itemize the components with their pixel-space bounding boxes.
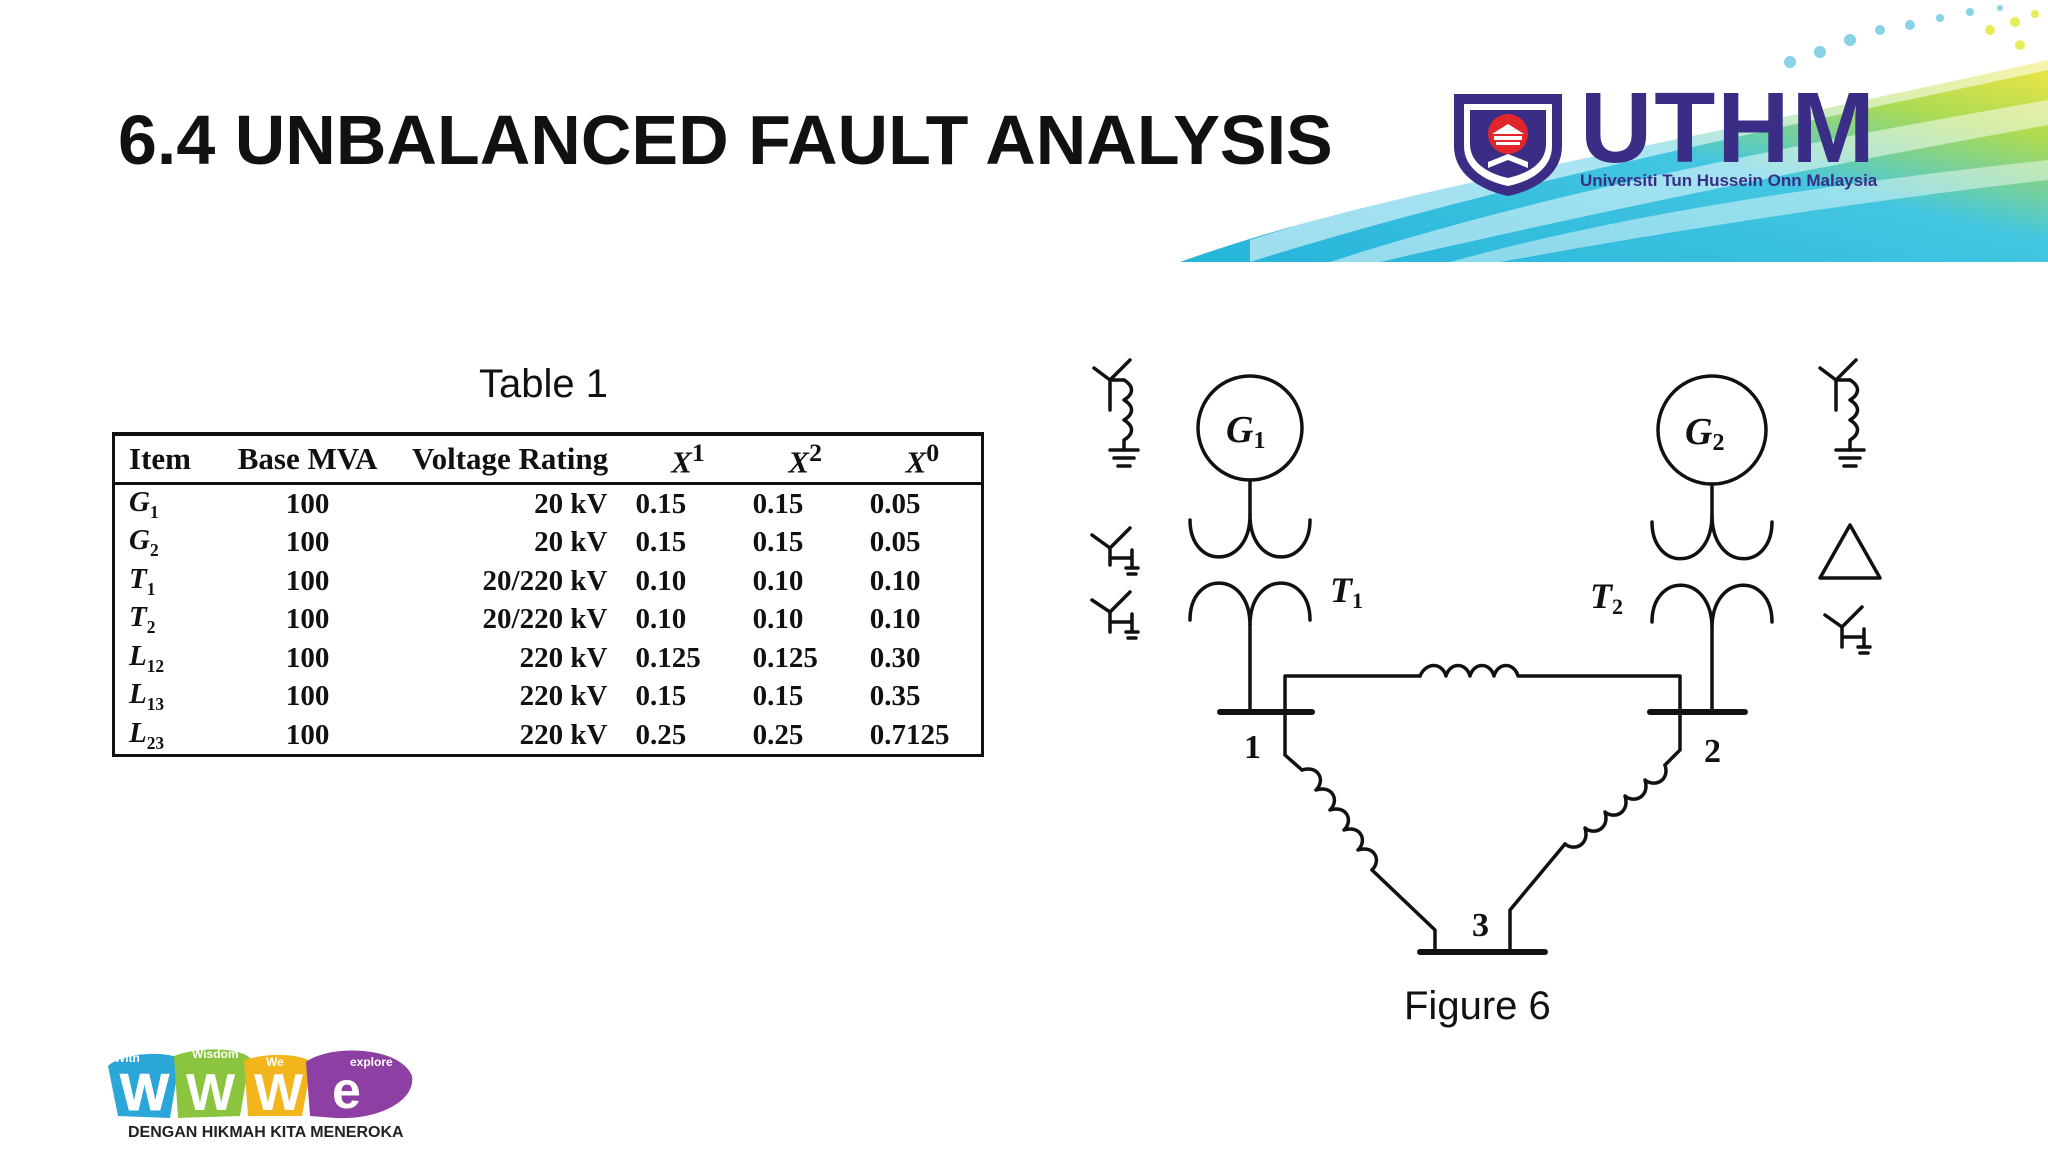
g1-grounding-icon — [1092, 358, 1140, 468]
cell-x0: 0.10 — [869, 564, 921, 597]
cell-x0: 0.7125 — [869, 718, 950, 751]
cell-item: L12 — [129, 639, 165, 676]
svg-text:W: W — [254, 1064, 304, 1122]
cell-x2: 0.15 — [752, 487, 804, 520]
cell-voltage: 220 kV — [519, 718, 608, 751]
table-row: T2 100 20/220 kV 0.10 0.10 0.10 — [115, 601, 981, 640]
svg-text:Wisdom: Wisdom — [192, 1047, 239, 1061]
transformer-t1-icon — [1188, 513, 1312, 627]
t1-label: T1 — [1330, 570, 1363, 613]
table-row: T1 100 20/220 kV 0.10 0.10 0.10 — [115, 562, 981, 601]
cell-x2: 0.15 — [752, 526, 804, 559]
svg-text:With: With — [114, 1051, 140, 1065]
cell-item: G1 — [129, 485, 159, 522]
svg-text:We: We — [266, 1055, 284, 1069]
table-header-row: Item Base MVA Voltage Rating X1 X2 X0 — [115, 436, 981, 485]
cell-x0: 0.30 — [869, 641, 921, 674]
header-x1: X1 — [629, 436, 747, 485]
header-item: Item — [115, 436, 225, 485]
figure-caption: Figure 6 — [1404, 984, 1551, 1028]
cell-x0: 0.05 — [869, 487, 921, 520]
cell-voltage: 220 kV — [519, 680, 608, 713]
table-row: G1 100 20 kV 0.15 0.15 0.05 — [115, 484, 981, 524]
cell-base-mva: 100 — [285, 487, 330, 520]
header-x2: X2 — [746, 436, 864, 485]
bus-3-label: 3 — [1472, 907, 1489, 944]
t1-wye-ground-icon — [1090, 526, 1140, 640]
uthm-subtitle: Universiti Tun Hussein Onn Malaysia — [1580, 171, 1878, 190]
cell-voltage: 220 kV — [519, 641, 608, 674]
table-row: L23 100 220 kV 0.25 0.25 0.7125 — [115, 716, 981, 755]
header-voltage-rating: Voltage Rating — [390, 436, 630, 485]
g2-label: G2 — [1685, 411, 1724, 456]
cell-base-mva: 100 — [285, 641, 330, 674]
svg-text:e: e — [332, 1062, 361, 1120]
cell-x1: 0.125 — [635, 641, 701, 674]
cell-x0: 0.05 — [869, 526, 921, 559]
cell-item: L13 — [129, 678, 165, 715]
cell-item: L23 — [129, 716, 165, 753]
cell-x1: 0.10 — [635, 603, 687, 636]
cell-x1: 0.15 — [635, 487, 687, 520]
one-line-diagram: G1 G2 T1 T2 1 2 3 — [1090, 358, 1882, 955]
cell-x1: 0.15 — [635, 680, 687, 713]
cell-item: T2 — [129, 601, 156, 638]
cell-x2: 0.125 — [752, 641, 818, 674]
footer-tagline: DENGAN HIKMAH KITA MENEROKA — [128, 1124, 404, 1141]
g1-label: G1 — [1226, 409, 1265, 454]
cell-voltage: 20/220 kV — [482, 603, 608, 636]
uthm-crest-icon — [1454, 94, 1562, 196]
bus-2-label: 2 — [1704, 733, 1721, 770]
cell-base-mva: 100 — [285, 526, 330, 559]
cell-x1: 0.10 — [635, 564, 687, 597]
cell-x0: 0.35 — [869, 680, 921, 713]
header-base-mva: Base MVA — [224, 436, 391, 485]
decorative-banner — [1180, 5, 2048, 262]
table-caption: Table 1 — [479, 362, 608, 406]
cell-x2: 0.10 — [752, 603, 804, 636]
cell-x2: 0.15 — [752, 680, 804, 713]
t2-label: T2 — [1590, 576, 1623, 619]
cell-voltage: 20 kV — [534, 487, 608, 520]
cell-x2: 0.25 — [752, 718, 804, 751]
data-table: Item Base MVA Voltage Rating X1 X2 X0 G1… — [112, 432, 984, 757]
delta-winding-icon — [1818, 523, 1882, 580]
page-title: 6.4 UNBALANCED FAULT ANALYSIS — [118, 101, 1333, 179]
table-row: L13 100 220 kV 0.15 0.15 0.35 — [115, 678, 981, 717]
cell-voltage: 20/220 kV — [482, 564, 608, 597]
cell-item: T1 — [129, 562, 156, 599]
header-x0: X0 — [863, 436, 981, 485]
cell-x0: 0.10 — [869, 603, 921, 636]
cell-base-mva: 100 — [285, 564, 330, 597]
table-row: G2 100 20 kV 0.15 0.15 0.05 — [115, 524, 981, 563]
cell-voltage: 20 kV — [534, 526, 608, 559]
table-row: L12 100 220 kV 0.125 0.125 0.30 — [115, 639, 981, 678]
cell-item: G2 — [129, 524, 159, 561]
transformer-t2-icon — [1650, 513, 1774, 630]
t2-wye-ground-icon — [1823, 605, 1872, 655]
cell-x1: 0.15 — [635, 526, 687, 559]
cell-base-mva: 100 — [285, 718, 330, 751]
g2-grounding-icon — [1818, 358, 1866, 468]
bus-1-label: 1 — [1244, 729, 1261, 766]
cell-x1: 0.25 — [635, 718, 687, 751]
cell-base-mva: 100 — [285, 680, 330, 713]
wwwe-logo: W W W e With Wisdom We explore — [108, 1047, 413, 1123]
svg-text:W: W — [186, 1064, 236, 1122]
svg-text:explore: explore — [350, 1055, 393, 1069]
cell-base-mva: 100 — [285, 603, 330, 636]
cell-x2: 0.10 — [752, 564, 804, 597]
uthm-logo: UTHM Universiti Tun Hussein Onn Malaysia — [1450, 78, 1960, 198]
uthm-wordmark: UTHM — [1580, 72, 1877, 184]
svg-text:W: W — [120, 1064, 170, 1122]
